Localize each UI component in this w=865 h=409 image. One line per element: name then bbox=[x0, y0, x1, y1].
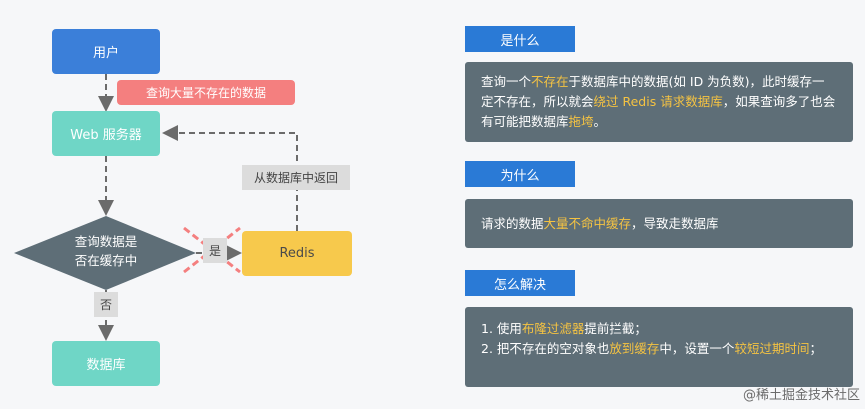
how-item2-text-3: ； bbox=[809, 341, 822, 356]
how-item-2: 2. 把不存在的空对象也放到缓存中，设置一个较短过期时间； bbox=[481, 339, 837, 359]
no-label: 否 bbox=[94, 292, 118, 317]
what-text-3: ，如果查询多了也会有可能把数据库 bbox=[481, 94, 836, 129]
decision-label-line1: 查询数据是 bbox=[74, 234, 138, 249]
what-text-4: 。 bbox=[593, 114, 607, 129]
arrow-redis-to-web bbox=[162, 125, 298, 231]
what-text-2: 于数据库中的数据(如 ID 为负数)，此时缓存一定不存在，所以就会 bbox=[481, 74, 825, 109]
how-item2-text-2: 中，设置一个 bbox=[659, 341, 735, 356]
query-tag: 查询大量不存在的数据 bbox=[117, 80, 295, 105]
panel-how: 1. 使用布隆过滤器提前拦截； 2. 把不存在的空对象也放到缓存中，设置一个较短… bbox=[465, 307, 853, 387]
what-highlight-3: 拖垮 bbox=[568, 114, 594, 129]
section-title-why: 为什么 bbox=[465, 161, 575, 187]
web-server-node: Web 服务器 bbox=[52, 111, 160, 156]
why-text-2: ，导致走数据库 bbox=[631, 215, 719, 231]
decision-label: 查询数据是 否在缓存中 bbox=[58, 232, 154, 270]
yes-label: 是 bbox=[203, 238, 227, 263]
panel-what: 查询一个不存在于数据库中的数据(如 ID 为负数)，此时缓存一定不存在，所以就会… bbox=[465, 62, 853, 142]
section-title-what: 是什么 bbox=[465, 26, 575, 52]
how-item2-highlight-2: 较短过期时间 bbox=[734, 341, 810, 356]
user-node: 用户 bbox=[52, 29, 160, 74]
how-item2-text-1: 2. 把不存在的空对象也 bbox=[481, 341, 610, 356]
why-text-1: 请求的数据 bbox=[481, 215, 544, 231]
how-item1-text-1: 1. 使用 bbox=[481, 321, 522, 336]
decision-label-line2: 否在缓存中 bbox=[74, 253, 138, 268]
panel-why: 请求的数据大量不命中缓存，导致走数据库 bbox=[465, 199, 853, 248]
what-highlight-2: 绕过 Redis 请求数据库 bbox=[593, 94, 723, 109]
decision-diamond bbox=[14, 216, 196, 290]
redis-node: Redis bbox=[242, 231, 352, 276]
how-item-1: 1. 使用布隆过滤器提前拦截； bbox=[481, 319, 837, 339]
what-text-1: 查询一个 bbox=[481, 74, 532, 89]
database-node: 数据库 bbox=[52, 341, 160, 386]
how-item1-highlight-1: 布隆过滤器 bbox=[521, 321, 585, 336]
what-highlight-1: 不存在 bbox=[531, 74, 569, 89]
section-title-how: 怎么解决 bbox=[465, 270, 575, 296]
how-item2-highlight-1: 放到缓存 bbox=[609, 341, 660, 356]
watermark: @稀土掘金技术社区 bbox=[742, 388, 860, 403]
how-item1-text-2: 提前拦截； bbox=[584, 321, 647, 336]
return-tag: 从数据库中返回 bbox=[242, 165, 350, 190]
why-highlight-1: 大量不命中缓存 bbox=[543, 215, 632, 231]
